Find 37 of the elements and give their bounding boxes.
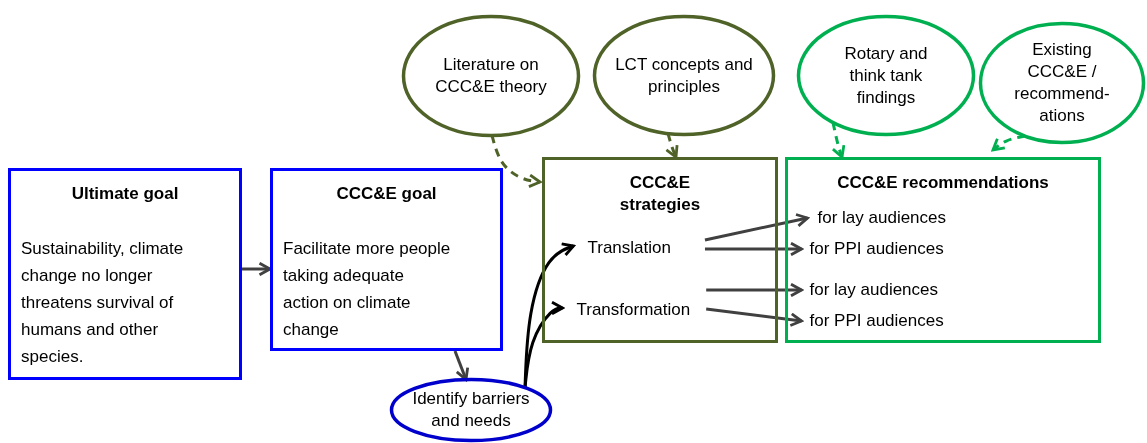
strategy-label: Translation <box>587 236 671 259</box>
strategy-label: for lay audiences <box>817 206 947 229</box>
ellipse-text: Existing CCC&E / recommend-ations <box>1013 39 1111 127</box>
strategy-label: for PPI audiences <box>809 237 944 260</box>
box-heading: CCC&E goal <box>335 183 438 205</box>
strategy-label: for PPI audiences <box>809 309 944 332</box>
strategy-label: for lay audiences <box>809 278 939 301</box>
ellipse-text: Identify barriers and needs <box>411 388 531 432</box>
ellipse-node <box>593 15 775 136</box>
box-text: Facilitate more people taking adequate action on climate change <box>283 238 451 341</box>
ellipse-text: Literature on CCC&E theory <box>434 54 548 98</box>
box-heading: Ultimate goal <box>70 183 180 205</box>
process-box <box>8 168 242 380</box>
arrow <box>704 241 803 257</box>
dashed-arrow <box>665 133 679 159</box>
arrow <box>523 300 564 388</box>
ellipse-node <box>797 15 975 136</box>
box-text: Sustainability, climate change no longer threatens survival of humans and other species. <box>21 238 185 368</box>
ellipse-node <box>979 22 1145 144</box>
ellipse-text: Rotary and think tank findings <box>843 42 929 109</box>
dashed-arrow <box>831 122 846 159</box>
process-box <box>270 168 503 351</box>
ellipse-node <box>402 15 580 137</box>
process-box <box>785 157 1101 343</box>
dashed-arrow <box>991 134 1026 152</box>
box-heading: CCC&E recommendations <box>836 172 1050 194</box>
arrow <box>453 350 470 381</box>
arrow <box>242 261 272 277</box>
ellipse-node <box>390 378 552 442</box>
strategy-label: Transformation <box>576 298 691 321</box>
arrow <box>706 282 803 298</box>
process-box <box>542 157 778 343</box>
arrow <box>706 307 803 327</box>
ellipse-text: LCT concepts and principles <box>614 53 754 98</box>
arrow <box>704 213 809 242</box>
dashed-arrow <box>490 135 542 189</box>
box-heading: CCC&E strategies <box>618 172 702 216</box>
